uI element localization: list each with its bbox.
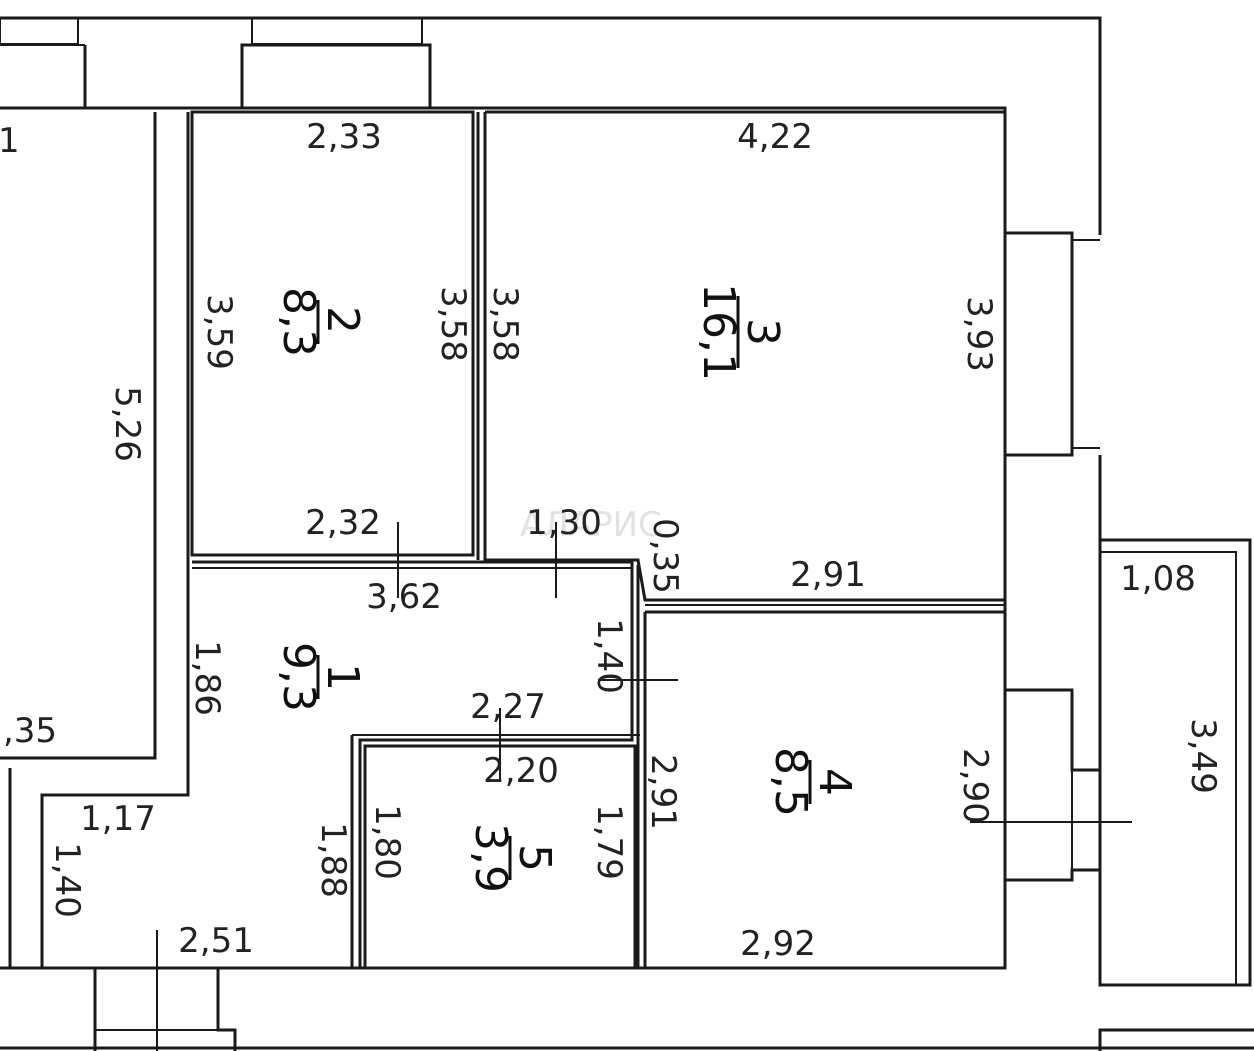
room-1-outline [192, 560, 634, 968]
dim-hall-1-40: 1,40 [589, 618, 629, 694]
dim-room3-left: 3,58 [485, 286, 525, 362]
room-5-number: 5 [509, 844, 560, 872]
dim-0-35: 0,35 [645, 518, 685, 594]
room-1-label: 1 9,3 [273, 642, 368, 712]
dim-left-room: 5,26 [107, 386, 147, 462]
room-5-label: 5 3,9 [465, 823, 560, 893]
dim-hall-1-88: 1,88 [313, 822, 353, 898]
dim-room2-top: 2,33 [306, 117, 382, 157]
dim-room3-bottom: 2,91 [790, 555, 866, 595]
room-1-number: 1 [317, 663, 368, 691]
dim-balcony-top: 1,08 [1120, 559, 1196, 599]
watermark: АЛАРИС [520, 505, 662, 545]
room-2-area: 8,3 [273, 287, 324, 357]
dim-door-1-30: 1,30 [526, 503, 602, 543]
dim-hall-1-17: 1,17 [80, 799, 156, 839]
room-2-outline [190, 110, 475, 557]
room-4-label: 4 8,5 [765, 747, 860, 817]
dim-left-0-35: ,35 [3, 711, 57, 751]
left-room-walls [0, 112, 190, 968]
room-3-number: 3 [737, 318, 788, 346]
room-4-area: 8,5 [765, 747, 816, 817]
dim-room5-right: 1,79 [589, 804, 629, 880]
bottom-structures [93, 968, 1090, 1051]
dim-hall-top: 3,62 [366, 577, 442, 617]
dim-hall-2-27: 2,27 [470, 687, 546, 727]
dim-room5-left: 1,80 [367, 804, 407, 880]
room-3-area: 16,1 [693, 283, 744, 381]
dim-hall-1-40-left: 1,40 [47, 842, 87, 918]
dim-room4-right: 2,90 [955, 748, 995, 824]
dim-room3-right: 3,93 [959, 296, 999, 372]
dim-room4-left: 2,91 [643, 754, 683, 830]
room-1-area: 9,3 [273, 642, 324, 712]
dim-hall-left: 1,86 [187, 640, 227, 716]
dim-room4-bottom: 2,92 [740, 924, 816, 964]
room-5-area: 3,9 [465, 823, 516, 893]
window-top-center [240, 17, 432, 108]
room-2-number: 2 [317, 306, 368, 334]
room-4-number: 4 [809, 768, 860, 796]
dim-left-top-fragment: 1 [0, 121, 20, 161]
dim-room5-top: 2,20 [483, 751, 559, 791]
balcony [1098, 538, 1254, 1051]
window-top-left [0, 17, 87, 108]
dim-room2-right: 3,58 [433, 286, 473, 362]
window-right-room4 [1005, 688, 1100, 882]
window-right-room3 [1005, 231, 1100, 457]
dim-room2-bottom: 2,32 [305, 503, 381, 543]
room-2-label: 2 8,3 [273, 287, 368, 357]
dim-balcony-side: 3,49 [1183, 718, 1223, 794]
dim-room2-left: 3,59 [199, 294, 239, 370]
room-3-label: 3 16,1 [693, 283, 788, 381]
dim-room3-top: 4,22 [737, 117, 813, 157]
door-marks [156, 522, 1132, 1051]
dim-hall-bottom: 2,51 [178, 921, 254, 961]
room-3-outline [483, 110, 1007, 602]
